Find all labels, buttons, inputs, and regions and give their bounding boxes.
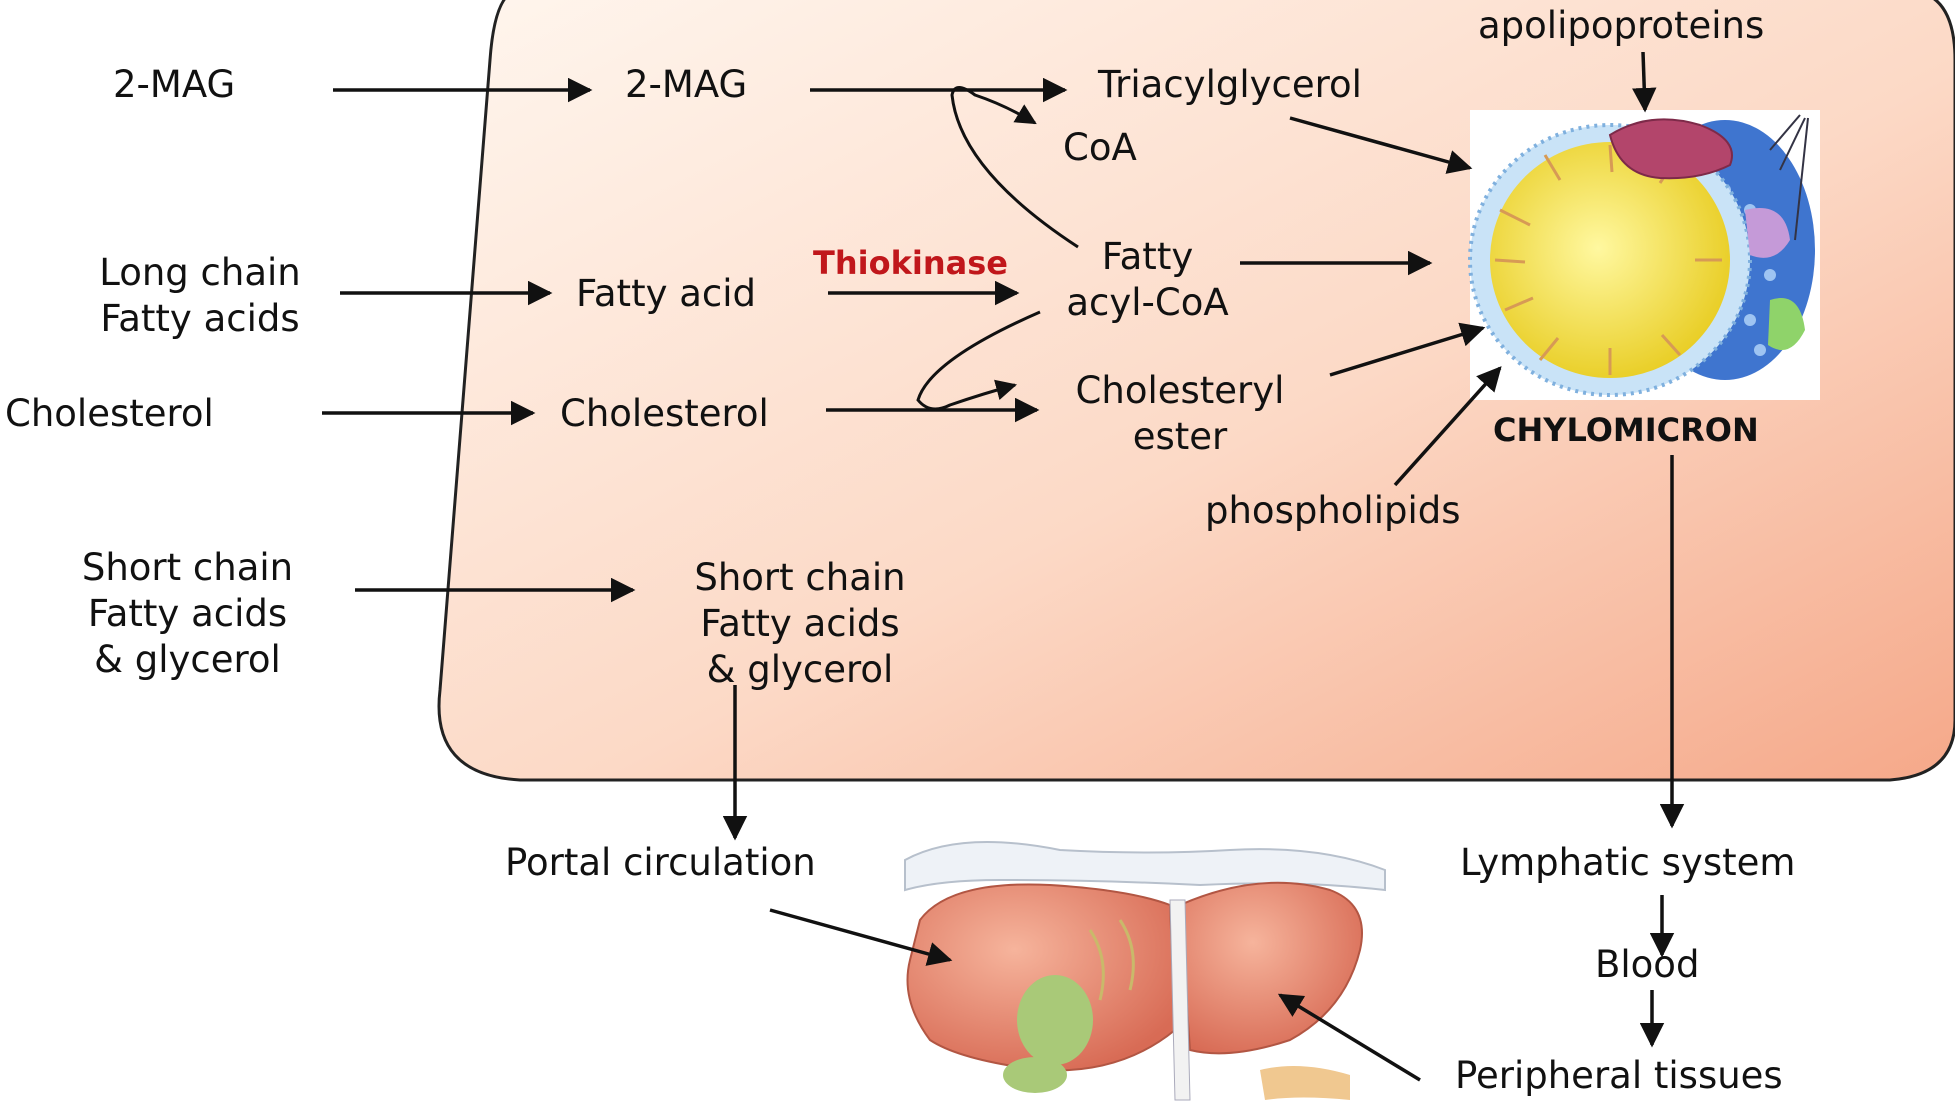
arrow-apolipoproteins: [1643, 52, 1645, 110]
label-lymphatic-system: Lymphatic system: [1460, 840, 1795, 886]
label-short-chain-fatty-acids-inside: Short chain Fatty acids & glycerol: [655, 555, 945, 693]
label-fatty-acid: Fatty acid: [576, 271, 756, 317]
label-coa: CoA: [1063, 125, 1137, 171]
label-long-chain-fatty-acids-outside: Long chain Fatty acids: [70, 250, 330, 342]
label-portal-circulation: Portal circulation: [505, 840, 816, 886]
label-apolipoproteins: apolipoproteins: [1478, 3, 1764, 49]
label-chylomicron: CHYLOMICRON: [1493, 407, 1759, 453]
label-short-chain-fatty-acids-outside: Short chain Fatty acids & glycerol: [40, 545, 335, 683]
liver-illustration: [905, 842, 1385, 1100]
label-cholesterol-inside: Cholesterol: [560, 391, 769, 437]
chylomicron-particle: [1470, 110, 1820, 400]
label-blood: Blood: [1595, 942, 1699, 988]
label-2-mag-outside: 2-MAG: [113, 62, 235, 108]
label-fatty-acyl-coa: Fatty acyl-CoA: [1040, 234, 1255, 326]
label-2-mag-inside: 2-MAG: [625, 62, 747, 108]
label-thiokinase-enzyme: Thiokinase: [813, 240, 1008, 286]
label-phospholipids: phospholipids: [1205, 488, 1461, 534]
label-peripheral-tissues: Peripheral tissues: [1455, 1053, 1783, 1099]
label-cholesteryl-ester: Cholesteryl ester: [1045, 368, 1315, 460]
label-triacylglycerol: Triacylglycerol: [1098, 62, 1362, 108]
label-cholesterol-outside: Cholesterol: [5, 391, 214, 437]
